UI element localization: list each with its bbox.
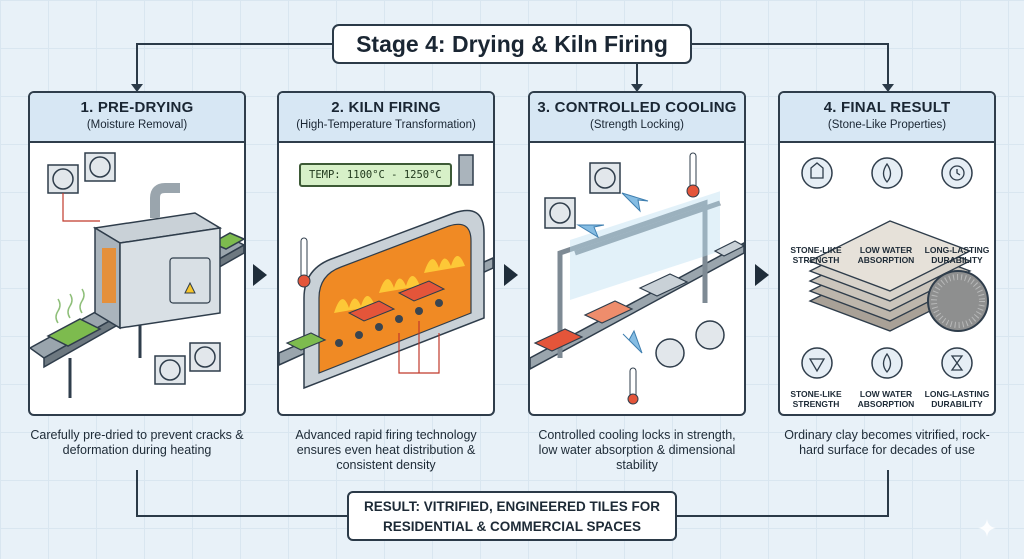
panel-title: 3. CONTROLLED COOLING — [537, 99, 737, 116]
panel-header: 2. KILN FIRING (High-Temperature Transfo… — [279, 93, 493, 143]
property-durability-top: LONG-LASTING DURABILITY — [924, 245, 990, 265]
panel-header: 4. FINAL RESULT (Stone-Like Properties) — [780, 93, 994, 143]
panel-subtitle: (Moisture Removal) — [86, 119, 188, 131]
property-absorption-bottom: LOW WATER ABSORPTION — [857, 389, 915, 409]
result-summary-box: RESULT: VITRIFIED, ENGINEERED TILES FOR … — [347, 491, 677, 541]
caption-pre-drying: Carefully pre-dried to prevent cracks & … — [30, 428, 244, 457]
final-result-illustration — [801, 157, 989, 379]
panel-subtitle: (Stone-Like Properties) — [827, 119, 947, 131]
arrow-right-icon — [504, 264, 518, 286]
panel-title: 2. KILN FIRING — [331, 99, 441, 116]
result-line-2: RESIDENTIAL & COMMERCIAL SPACES — [382, 519, 642, 534]
sparkle-icon — [978, 519, 996, 537]
panel-final-result: 4. FINAL RESULT (Stone-Like Properties) — [778, 91, 996, 416]
property-absorption-top: LOW WATER ABSORPTION — [857, 245, 915, 265]
result-line-1: RESULT: VITRIFIED, ENGINEERED TILES FOR — [363, 499, 661, 514]
property-strength-top: STONE-LIKE STRENGTH — [790, 245, 842, 265]
kiln-firing-illustration — [279, 154, 493, 390]
kiln-temperature-label: TEMP: 1100°C - 1250°C — [299, 163, 452, 187]
panel-header: 3. CONTROLLED COOLING (Strength Locking) — [530, 93, 744, 143]
panel-subtitle: (High-Temperature Transformation) — [296, 119, 476, 131]
caption-kiln-firing: Advanced rapid firing technology ensures… — [295, 428, 477, 472]
pre-drying-illustration — [30, 152, 244, 398]
panel-header: 1. PRE-DRYING (Moisture Removal) — [30, 93, 244, 143]
panel-pre-drying: 1. PRE-DRYING (Moisture Removal) — [28, 91, 246, 416]
arrow-right-icon — [253, 264, 267, 286]
property-strength-bottom: STONE-LIKE STRENGTH — [790, 389, 842, 409]
panel-title: 4. FINAL RESULT — [823, 99, 951, 116]
caption-final-result: Ordinary clay becomes vitrified, rock-ha… — [784, 428, 990, 457]
cooling-illustration — [530, 152, 744, 405]
panel-kiln-firing: 2. KILN FIRING (High-Temperature Transfo… — [277, 91, 495, 416]
arrow-right-icon — [755, 264, 769, 286]
property-durability-bottom: LONG-LASTING DURABILITY — [924, 389, 990, 409]
stage-title-text: Stage 4: Drying & Kiln Firing — [356, 30, 668, 57]
panel-title: 1. PRE-DRYING — [80, 99, 194, 116]
caption-controlled-cooling: Controlled cooling locks in strength, lo… — [538, 428, 736, 472]
stage-title: Stage 4: Drying & Kiln Firing — [332, 24, 692, 64]
panel-controlled-cooling: 3. CONTROLLED COOLING (Strength Locking) — [528, 91, 746, 416]
panel-subtitle: (Strength Locking) — [590, 119, 684, 131]
